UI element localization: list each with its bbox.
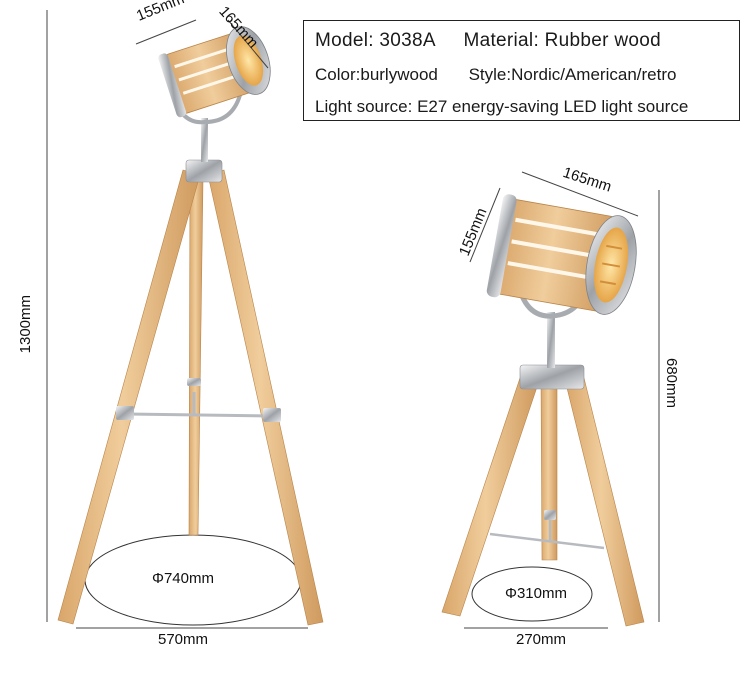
table-lamp-footprint-ellipse [471,566,593,622]
spec-box: Model: 3038A Material: Rubber wood Color… [303,20,740,121]
spec-line-color-style: Color:burlywood Style:Nordic/American/re… [315,65,676,85]
floor-lamp-head-length-line [227,19,269,69]
floor-lamp-head [158,26,271,118]
spec-line-model-material: Model: 3038A Material: Rubber wood [315,30,661,52]
material-value: Rubber wood [544,30,661,51]
model-value: 3038A [379,30,436,51]
floor-lamp-back-leg [188,179,204,536]
table-lamp-head-length-line [521,171,639,217]
spec-line-light-source: Light source: E27 energy-saving LED ligh… [315,97,688,117]
floor-lamp-base-width-label: 570mm [158,631,209,648]
table-lamp-height-label: 680mm [663,358,680,409]
floor-lamp-leg-bracket [263,408,281,422]
table-lamp-hub [519,364,585,390]
table-lamp-base-width-label: 270mm [516,631,567,648]
table-lamp [441,171,660,629]
floor-lamp-leg-bracket [116,406,134,420]
table-lamp-back-leg-knob [544,510,556,520]
floor-lamp-head-diameter-line [135,19,197,45]
table-lamp-crossbar [489,532,605,550]
color-value: burlywood [360,65,438,84]
style-label: Style: [468,65,512,84]
floor-lamp-right-leg [207,169,324,626]
floor-lamp-pole [201,118,208,162]
floor-lamp-height-label: 1300mm [17,295,34,354]
table-lamp-right-leg [565,377,645,627]
floor-lamp-crossbar [124,412,274,418]
light-source-label: Light source: [315,97,413,116]
material-label: Material: [463,30,540,51]
color-label: Color: [315,65,361,84]
floor-lamp [46,10,324,629]
table-lamp-footprint-label: Φ310mm [505,585,567,602]
model-label: Model: [315,30,374,51]
table-lamp-pole [547,312,555,368]
table-lamp-head-diameter-line [469,187,501,263]
table-lamp-head [486,194,637,315]
floor-lamp-footprint-label: Φ740mm [152,570,214,587]
style-value: Nordic/American/retro [511,65,677,84]
table-lamp-left-leg [441,377,539,617]
floor-lamp-left-leg [57,169,201,625]
floor-lamp-back-leg-knob [187,378,201,386]
floor-lamp-hub [185,159,223,183]
light-source-value: E27 energy-saving LED light source [417,97,689,116]
